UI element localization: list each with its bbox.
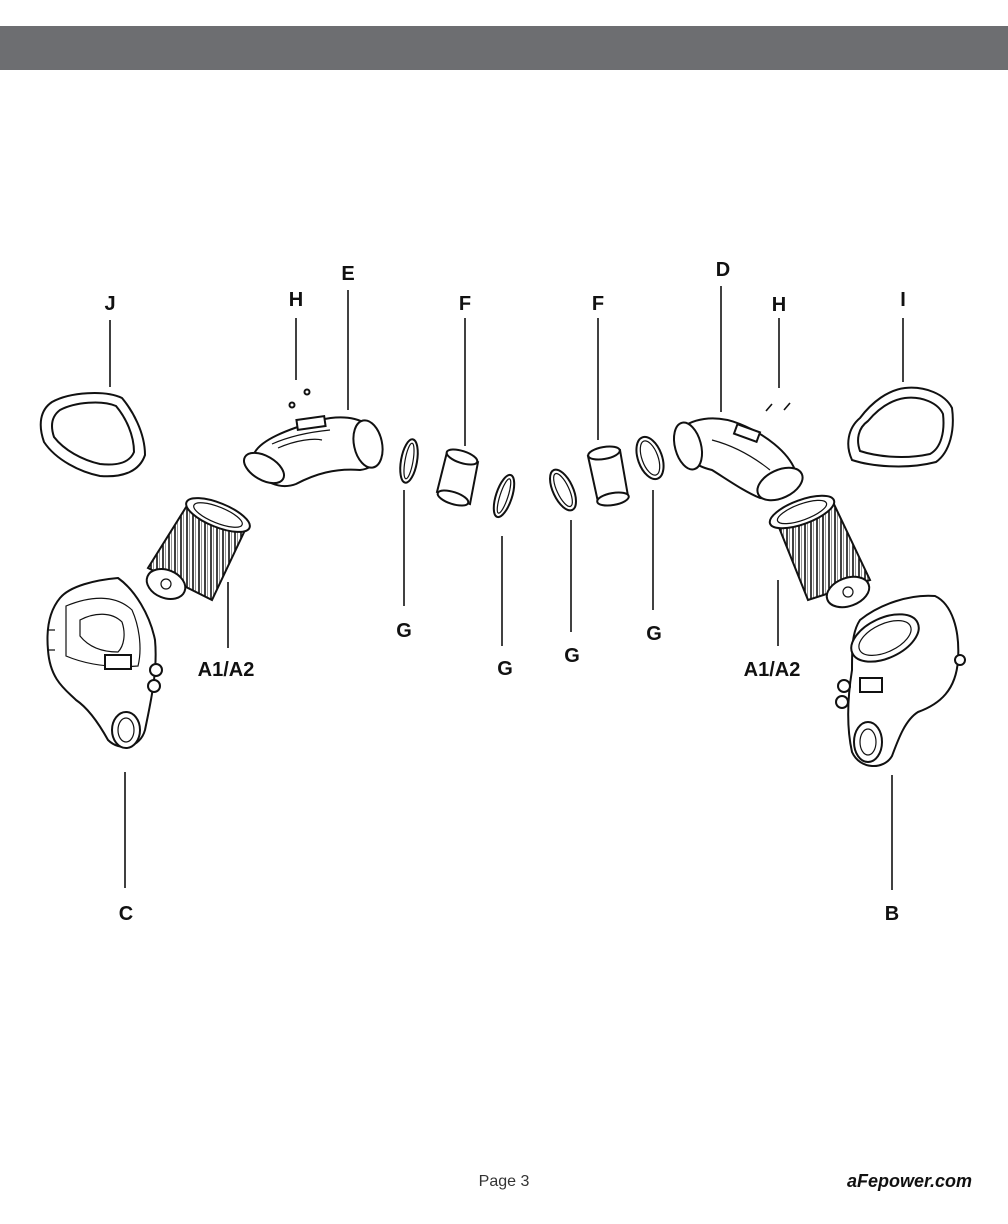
label-g-4: G	[646, 623, 662, 645]
clamp-g-3	[549, 468, 577, 512]
label-g-2: G	[497, 658, 513, 680]
intake-tube-d	[672, 417, 804, 502]
coupler-f-left	[435, 448, 480, 507]
gasket-j	[39, 392, 147, 478]
website-url: aFepower.com	[846, 1171, 972, 1191]
label-f-right: F	[592, 293, 604, 315]
airbox-c	[46, 576, 163, 749]
clamp-g-2	[492, 473, 516, 519]
label-h-right: H	[772, 294, 786, 316]
label-a-left: A1/A2	[198, 659, 255, 681]
label-e: E	[341, 263, 354, 285]
label-c: C	[119, 903, 133, 925]
coupler-f-right	[586, 445, 630, 507]
screws-h-left	[288, 388, 311, 409]
intake-tube-e	[243, 414, 384, 487]
label-f-left: F	[459, 293, 471, 315]
label-h-left: H	[289, 289, 303, 311]
label-g-3: G	[564, 645, 580, 667]
gasket-i	[847, 386, 954, 468]
label-a-right: A1/A2	[744, 659, 801, 681]
label-j: J	[104, 293, 115, 315]
label-d: D	[716, 259, 730, 281]
air-filter-a-left	[145, 497, 251, 602]
air-filter-a-right	[768, 494, 872, 609]
clamp-g-4	[635, 435, 665, 481]
screws-h-right	[765, 402, 791, 412]
header-bar	[0, 26, 1008, 70]
airbox-b	[835, 594, 966, 767]
page-number: Page 3	[478, 1173, 530, 1190]
label-i: I	[900, 289, 906, 311]
clamp-g-1	[399, 438, 419, 484]
label-g-1: G	[396, 620, 412, 642]
label-b: B	[885, 903, 899, 925]
